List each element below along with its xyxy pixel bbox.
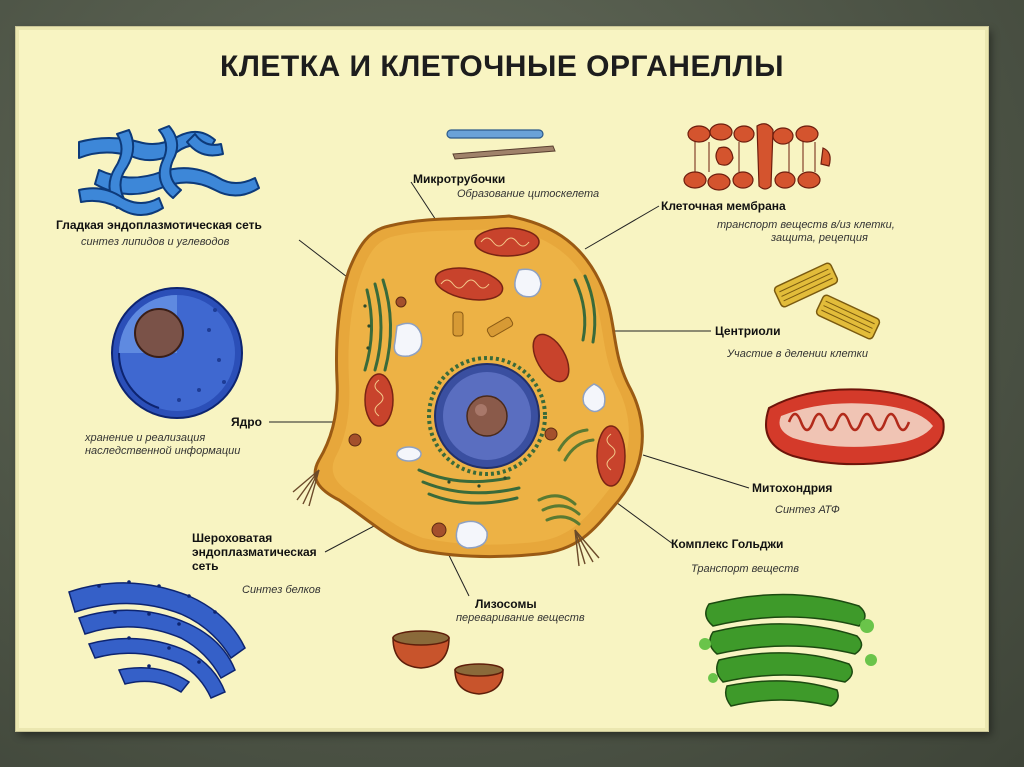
lysosomes-illustration: [392, 630, 504, 695]
caption-smooth-er: синтез липидов и углеводов: [81, 236, 230, 248]
cell-illustration: [68, 123, 945, 707]
membrane-illustration: [683, 123, 831, 191]
label-membrane: Клеточная мембрана: [661, 199, 786, 213]
label-centrioles: Центриоли: [715, 324, 781, 338]
label-rough-er-line3: сеть: [192, 559, 219, 573]
label-golgi: Комплекс Гольджи: [671, 537, 784, 551]
caption-lysosomes: переваривание веществ: [456, 612, 585, 624]
rough-er-illustration: [68, 582, 246, 699]
animal-cell: [292, 214, 644, 567]
microtubules-illustration: [446, 129, 556, 160]
label-rough-er-line2: эндоплазматическая: [192, 545, 317, 559]
label-mitochondria: Митохондрия: [752, 481, 833, 495]
label-rough-er-line1: Шероховатая: [192, 531, 273, 545]
caption-centrioles: Участие в делении клетки: [727, 348, 868, 360]
caption-nucleus-line1: хранение и реализация: [85, 432, 206, 444]
centrioles-illustration: [773, 262, 881, 340]
label-lysosomes: Лизосомы: [475, 597, 537, 611]
caption-mitochondria: Синтез АТФ: [775, 504, 840, 516]
label-microtubules: Микротрубочки: [413, 172, 506, 186]
label-smooth-er: Гладкая эндоплазмотическая сеть: [56, 218, 262, 232]
caption-rough-er: Синтез белков: [242, 584, 321, 596]
golgi-illustration: [705, 593, 866, 707]
poster: КЛЕТКА И КЛЕТОЧНЫЕ ОРГАНЕЛЛЫ: [16, 27, 988, 731]
page-title: КЛЕТКА И КЛЕТОЧНЫЕ ОРГАНЕЛЛЫ: [220, 50, 784, 83]
caption-microtubules: Образование цитоскелета: [457, 188, 600, 200]
caption-golgi: Транспорт веществ: [691, 563, 800, 575]
label-nucleus: Ядро: [231, 415, 262, 429]
caption-membrane-line2: защита, рецепция: [771, 232, 868, 244]
smooth-er-illustration: [78, 125, 260, 216]
caption-membrane-line1: транспорт веществ в/из клетки,: [717, 219, 895, 231]
mitochondrion-illustration: [765, 388, 945, 466]
caption-nucleus-line2: наследственной информации: [85, 445, 241, 457]
nucleus-illustration: [111, 287, 243, 419]
